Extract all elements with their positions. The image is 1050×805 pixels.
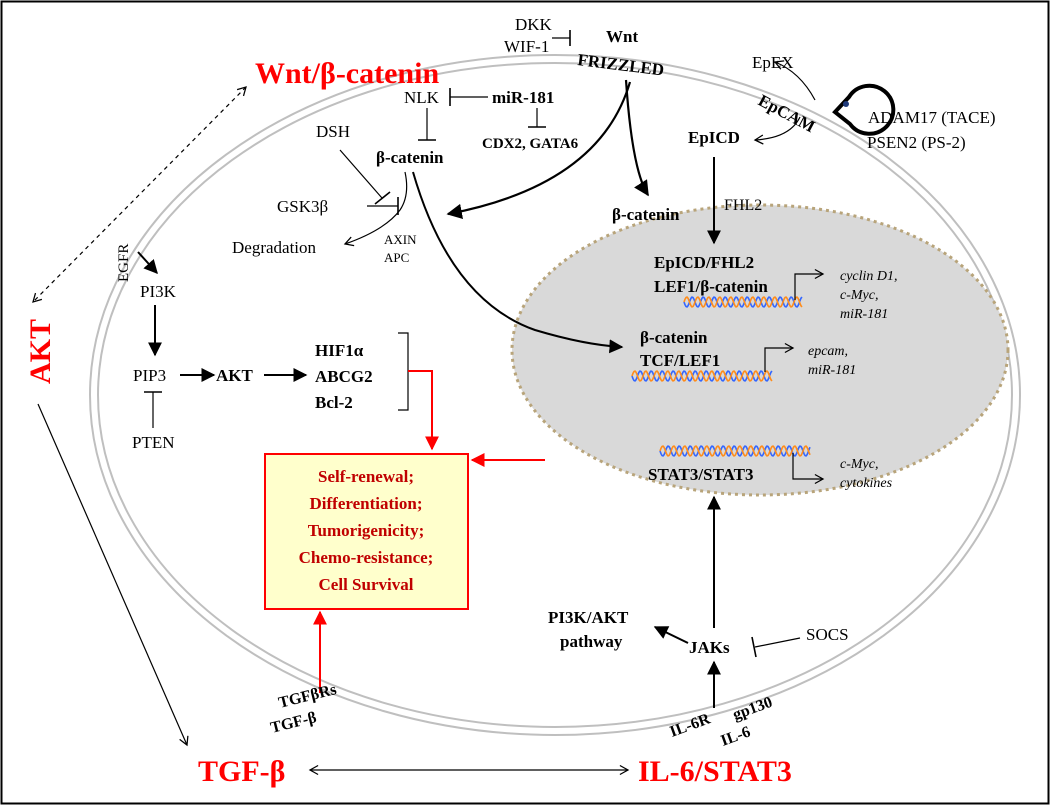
- targets3-line1: c-Myc,: [840, 457, 878, 472]
- jaks-to-pi3k-arrow: [653, 626, 689, 644]
- socs-label: SOCS: [806, 625, 849, 644]
- targets1-line2: c-Myc,: [840, 288, 878, 303]
- tgfb-label: TGF-β: [269, 709, 318, 737]
- outcome-cell-survival: Cell Survival: [319, 575, 414, 594]
- epicd-label: EpICD: [688, 128, 740, 147]
- axin-label: AXIN: [384, 232, 417, 247]
- degradation-arrow: [343, 171, 408, 247]
- socs-inhibit-bar: [751, 636, 757, 658]
- transcription-arrow-1: [794, 268, 825, 300]
- dkk-label: DKK: [515, 15, 553, 34]
- complex3-label: STAT3/STAT3: [648, 465, 754, 484]
- cell-membrane-inner: [97, 62, 1013, 728]
- gsk3b-label: GSK3β: [277, 197, 328, 216]
- targets1-line1: cyclin D1,: [840, 269, 898, 284]
- degradation-label: Degradation: [232, 238, 317, 257]
- egfr-label: EGFR: [116, 244, 132, 282]
- dna-strand-blue: [659, 445, 811, 457]
- cell-membrane-outer: [89, 54, 1021, 736]
- nlk-label: NLK: [404, 88, 440, 107]
- complex2-line1: β-catenin: [640, 328, 708, 347]
- targets2-line1: epcam,: [808, 344, 848, 359]
- il6-pathway-title: IL-6/STAT3: [638, 755, 792, 788]
- dna-helix-2: [631, 370, 773, 382]
- mir181-label: miR-181: [492, 88, 554, 107]
- apc-label: APC: [384, 250, 409, 265]
- frizzled-to-beta-catenin-arrow: [624, 79, 649, 197]
- epcam-label: EpCAM: [755, 91, 818, 137]
- protease-active-site-icon: [843, 101, 849, 107]
- outcome-tumorigenicity: Tumorigenicity;: [308, 521, 424, 540]
- outcome-differentiation: Differentiation;: [310, 494, 423, 513]
- frizzled-inhibit-degradation-arrow: [446, 81, 632, 219]
- wnt-pathway-title: Wnt/β-catenin: [255, 57, 439, 90]
- epex-label: EpEX: [752, 53, 794, 72]
- cdx2-gata6-label: CDX2, GATA6: [482, 136, 579, 152]
- tgf-pathway-title: TGF-β: [198, 755, 285, 788]
- frizzled-label: FRIZZLED: [577, 50, 666, 79]
- complex2-line2: TCF/LEF1: [640, 351, 720, 370]
- fhl2-label: FHL2: [724, 197, 762, 214]
- beta-catenin-cytoplasm-label: β-catenin: [376, 148, 444, 167]
- transcription-arrow-2: [764, 342, 795, 372]
- socs-inhibit-line: [754, 637, 801, 648]
- complex1-line1: EpICD/FHL2: [654, 253, 754, 272]
- beta-catenin-free-label: β-catenin: [612, 205, 680, 224]
- psen2-label: PSEN2 (PS-2): [867, 133, 966, 152]
- protease-icon: [832, 83, 896, 136]
- dna-helix-3: [659, 445, 811, 457]
- akt-targets-to-outcomes-arrow: [408, 370, 439, 451]
- dna-strand-blue: [683, 296, 803, 308]
- akt-label: AKT: [216, 366, 254, 385]
- dna-helix-1: [683, 296, 803, 308]
- il6-label: IL-6: [719, 723, 753, 749]
- adam17-label: ADAM17 (TACE): [868, 108, 996, 127]
- dna-strand-blue: [631, 370, 773, 382]
- pip3-label: PIP3: [133, 366, 166, 385]
- dsh-inhibit-line: [339, 149, 383, 199]
- pi3k-akt-pathway-line2: pathway: [560, 632, 623, 651]
- beta-catenin-to-nucleus-arrow: [412, 171, 624, 354]
- nucleus: [510, 203, 1010, 497]
- pten-label: PTEN: [132, 433, 175, 452]
- epex-cleavage-arrow: [773, 60, 816, 101]
- jaks-label: JAKs: [689, 638, 730, 657]
- complex1-line2: LEF1/β-catenin: [654, 277, 768, 296]
- hif1a-label: HIF1α: [315, 341, 364, 360]
- outcome-self-renewal: Self-renewal;: [318, 467, 414, 486]
- tgfbrs-label: TGFβRs: [277, 681, 338, 712]
- wnt-label: Wnt: [606, 27, 638, 46]
- akt-pathway-title: AKT: [24, 319, 57, 384]
- pi3k-akt-pathway-line1: PI3K/AKT: [548, 608, 629, 627]
- wnt-akt-crosstalk-arrow: [32, 86, 247, 303]
- epicd-release-arrow: [753, 116, 801, 145]
- wif1-label: WIF-1: [504, 37, 549, 56]
- dsh-inhibit-bar: [374, 191, 391, 205]
- targets2-line2: miR-181: [808, 363, 856, 378]
- outcomes-box: [264, 453, 469, 610]
- abcg2-label: ABCG2: [315, 367, 373, 386]
- bcl2-label: Bcl-2: [315, 393, 353, 412]
- egfr-to-pi3k-arrow: [137, 251, 158, 275]
- targets1-line3: miR-181: [840, 307, 888, 322]
- akt-to-tgf-arrow: [37, 403, 189, 747]
- pi3k-label: PI3K: [140, 282, 177, 301]
- dna-strand-orange: [683, 296, 803, 308]
- targets3-line2: cytokines: [840, 476, 893, 491]
- akt-targets-bracket: [398, 332, 409, 411]
- dna-strand-orange: [659, 445, 811, 457]
- dna-strand-orange: [631, 370, 773, 382]
- dsh-label: DSH: [316, 122, 350, 141]
- gp130-label: gp130: [731, 694, 775, 724]
- outcome-chemo-resistance: Chemo-resistance;: [299, 548, 434, 567]
- transcription-arrow-3: [792, 453, 825, 485]
